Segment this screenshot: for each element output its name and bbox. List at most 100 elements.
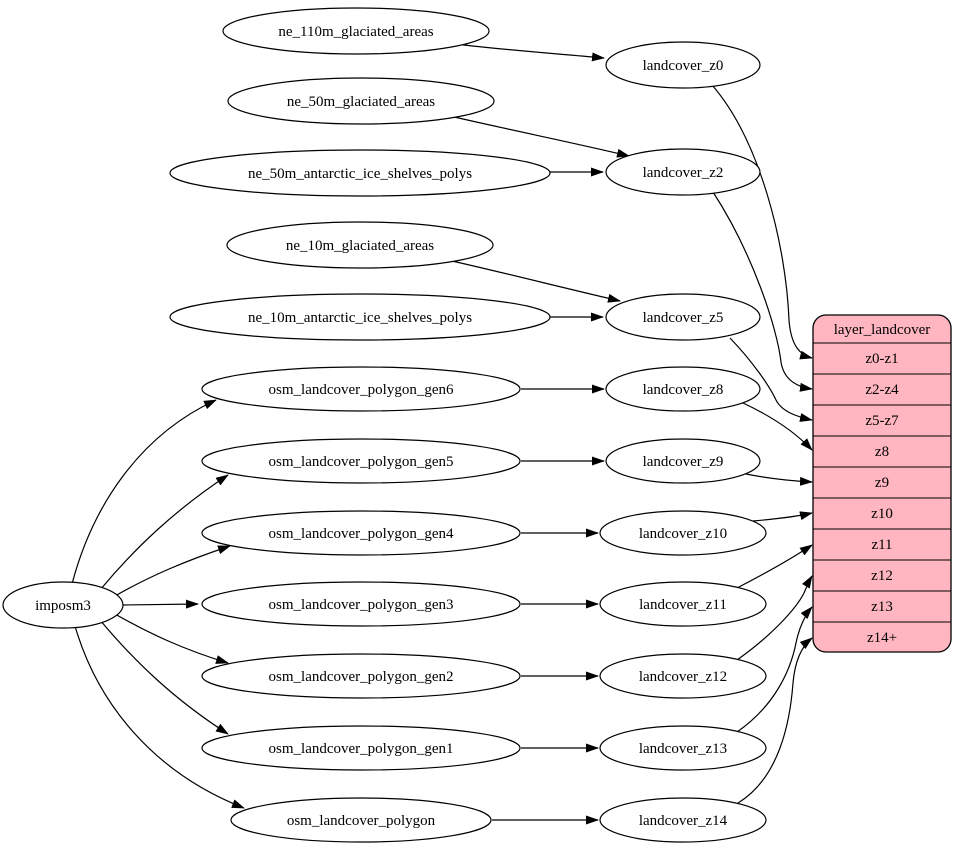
node-label: osm_landcover_polygon_gen6 bbox=[269, 382, 454, 398]
node-shape bbox=[227, 77, 495, 125]
layer-table-title: layer_landcover bbox=[834, 322, 931, 338]
table-row-z8: z8 bbox=[875, 444, 889, 460]
edge-imposm3-to-osm_landcover_polygon_gen6 bbox=[71, 399, 217, 585]
edge-landcover_z12-to-row-z12 bbox=[736, 575, 813, 661]
node-ne_110m_glaciated_areas: ne_110m_glaciated_areas bbox=[222, 7, 490, 55]
node-shape bbox=[222, 7, 490, 55]
edge-landcover_z2-to-row-z2-z4 bbox=[712, 191, 813, 392]
edge-imposm3-to-osm_landcover_polygon_gen4 bbox=[114, 545, 231, 597]
node-ne_10m_glaciated_areas: ne_10m_glaciated_areas bbox=[226, 221, 494, 269]
table-row-z5-z7: z5-z7 bbox=[865, 413, 899, 429]
node-shape bbox=[201, 581, 521, 627]
table-row-z0-z1: z0-z1 bbox=[865, 351, 898, 367]
node-label: osm_landcover_polygon_gen1 bbox=[269, 741, 454, 757]
node-label: landcover_z14 bbox=[639, 813, 728, 829]
edge-landcover_z10-to-row-z10 bbox=[752, 511, 813, 522]
node-ne_10m_antarctic_ice_shelves_polys: ne_10m_antarctic_ice_shelves_polys bbox=[169, 293, 551, 341]
node-label: ne_50m_glaciated_areas bbox=[287, 94, 435, 110]
table-row-z12: z12 bbox=[871, 568, 893, 584]
edge-landcover_z8-to-row-z8 bbox=[742, 402, 813, 451]
node-shape bbox=[201, 653, 521, 699]
node-shape bbox=[605, 148, 761, 196]
node-shape bbox=[201, 510, 521, 556]
node-landcover_z12: landcover_z12 bbox=[599, 653, 767, 699]
node-shape bbox=[605, 438, 761, 484]
node-label: osm_landcover_polygon_gen2 bbox=[269, 669, 454, 685]
edge-ne_10m_glaciated_areas-to-landcover_z5 bbox=[451, 260, 621, 303]
node-shape bbox=[201, 366, 521, 412]
node-shape bbox=[599, 581, 767, 627]
node-label: landcover_z0 bbox=[643, 58, 724, 74]
edge-imposm3-to-osm_landcover_polygon_gen1 bbox=[99, 619, 229, 735]
table-row-z14plus: z14+ bbox=[867, 630, 897, 646]
layer-table: layer_landcover z0-z1 z2-z4 z5-z7 z8 z9 … bbox=[812, 314, 952, 653]
node-label: osm_landcover_polygon_gen3 bbox=[269, 597, 454, 613]
node-osm_landcover_polygon_gen2: osm_landcover_polygon_gen2 bbox=[201, 653, 521, 699]
node-shape bbox=[599, 653, 767, 699]
node-label: osm_landcover_polygon_gen5 bbox=[269, 454, 454, 470]
node-shape bbox=[230, 797, 492, 843]
node-shape bbox=[169, 149, 551, 197]
node-landcover_z2: landcover_z2 bbox=[605, 148, 761, 196]
node-osm_landcover_polygon_gen3: osm_landcover_polygon_gen3 bbox=[201, 581, 521, 627]
node-label: ne_10m_antarctic_ice_shelves_polys bbox=[248, 310, 472, 326]
edge-landcover_z5-to-row-z5-z7 bbox=[729, 337, 813, 422]
edges bbox=[71, 43, 813, 825]
node-landcover_z9: landcover_z9 bbox=[605, 438, 761, 484]
node-osm_landcover_polygon_gen4: osm_landcover_polygon_gen4 bbox=[201, 510, 521, 556]
node-label: landcover_z10 bbox=[639, 526, 727, 542]
edge-imposm3-to-osm_landcover_polygon_gen2 bbox=[114, 613, 229, 664]
node-label: ne_110m_glaciated_areas bbox=[278, 24, 433, 40]
node-shape bbox=[599, 725, 767, 771]
node-imposm3-label: imposm3 bbox=[35, 598, 91, 614]
node-landcover_z0: landcover_z0 bbox=[605, 41, 761, 89]
edge-landcover_z11-to-row-z11 bbox=[736, 544, 813, 589]
node-ne_50m_glaciated_areas: ne_50m_glaciated_areas bbox=[227, 77, 495, 125]
node-label: landcover_z8 bbox=[643, 382, 724, 398]
edge-imposm3-to-osm_landcover_polygon_gen5 bbox=[99, 474, 229, 591]
edge-imposm3-to-osm_landcover_polygon_gen3 bbox=[122, 599, 199, 609]
table-row-z9: z9 bbox=[875, 475, 889, 491]
layer-table-shape bbox=[812, 314, 952, 653]
edge-ne_110m_glaciated_areas-to-landcover_z0 bbox=[454, 43, 605, 62]
node-landcover_z5: landcover_z5 bbox=[605, 293, 761, 341]
layer-table-row-dividers bbox=[813, 342, 951, 623]
nodes: imposm3 ne_110m_glaciated_areas ne_50m_g… bbox=[2, 7, 767, 843]
node-shape bbox=[605, 41, 761, 89]
node-shape bbox=[599, 510, 767, 556]
node-landcover_z11: landcover_z11 bbox=[599, 581, 767, 627]
table-row-z13: z13 bbox=[871, 599, 893, 615]
node-imposm3-shape bbox=[2, 581, 124, 629]
node-shape bbox=[201, 725, 521, 771]
node-shape bbox=[605, 366, 761, 412]
table-row-z2-z4: z2-z4 bbox=[865, 382, 899, 398]
table-row-z10: z10 bbox=[871, 506, 893, 522]
edge-landcover_z13-to-row-z13 bbox=[736, 606, 813, 733]
edge-imposm3-to-osm_landcover_polygon bbox=[74, 625, 245, 809]
node-label: landcover_z5 bbox=[643, 310, 724, 326]
node-shape bbox=[605, 293, 761, 341]
node-shape bbox=[201, 438, 521, 484]
edge-landcover_z0-to-row-z0-z1 bbox=[711, 84, 813, 360]
node-label: ne_50m_antarctic_ice_shelves_polys bbox=[248, 166, 472, 182]
node-shape bbox=[169, 293, 551, 341]
node-imposm3: imposm3 bbox=[2, 581, 124, 629]
table-row-z11: z11 bbox=[871, 537, 892, 553]
node-label: landcover_z13 bbox=[639, 741, 727, 757]
node-landcover_z8: landcover_z8 bbox=[605, 366, 761, 412]
node-label: osm_landcover_polygon_gen4 bbox=[269, 526, 454, 542]
node-ne_50m_antarctic_ice_shelves_polys: ne_50m_antarctic_ice_shelves_polys bbox=[169, 149, 551, 197]
node-landcover_z13: landcover_z13 bbox=[599, 725, 767, 771]
node-shape bbox=[599, 797, 767, 843]
edge-ne_50m_glaciated_areas-to-landcover_z2 bbox=[449, 115, 630, 158]
node-landcover_z14: landcover_z14 bbox=[599, 797, 767, 843]
node-label: landcover_z12 bbox=[639, 669, 727, 685]
node-shape bbox=[226, 221, 494, 269]
node-osm_landcover_polygon_gen6: osm_landcover_polygon_gen6 bbox=[201, 366, 521, 412]
node-label: landcover_z2 bbox=[643, 165, 724, 181]
node-label: ne_10m_glaciated_areas bbox=[286, 238, 434, 254]
edge-landcover_z14-to-row-z14plus bbox=[737, 637, 813, 804]
node-landcover_z10: landcover_z10 bbox=[599, 510, 767, 556]
